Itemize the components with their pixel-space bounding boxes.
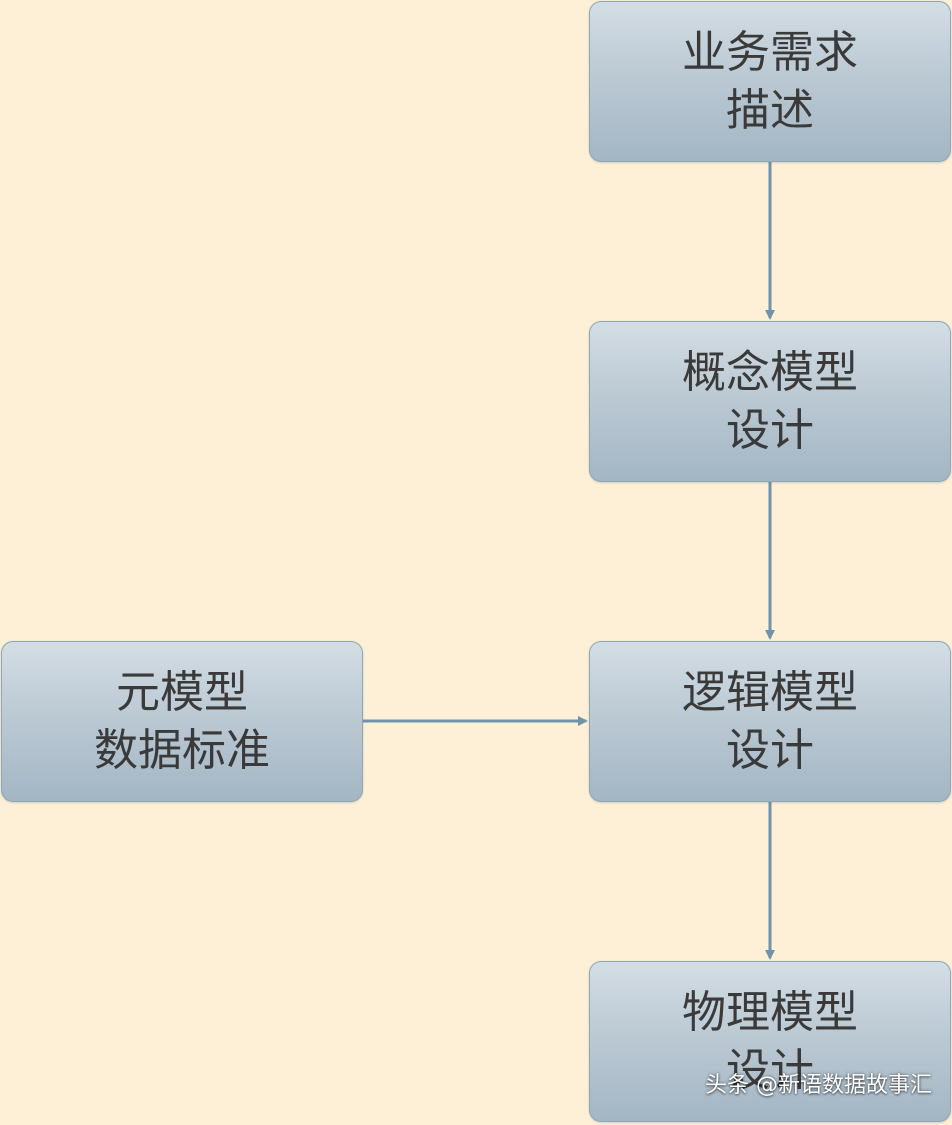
node-concept-line2: 设计 xyxy=(726,404,814,456)
node-business-line1: 业务需求 xyxy=(682,26,858,78)
node-conceptual-model: 概念模型 设计 xyxy=(589,321,951,482)
node-business-requirements: 业务需求 描述 xyxy=(589,1,951,162)
node-physical-model: 物理模型 设计 xyxy=(589,961,951,1122)
node-business-line2: 描述 xyxy=(726,84,814,136)
node-meta-line1: 元模型 xyxy=(116,666,248,718)
node-logical-line2: 设计 xyxy=(726,724,814,776)
node-physical-line1: 物理模型 xyxy=(682,986,858,1038)
node-logical-line1: 逻辑模型 xyxy=(682,666,858,718)
node-concept-line1: 概念模型 xyxy=(682,346,858,398)
node-physical-line2: 设计 xyxy=(726,1044,814,1096)
node-logical-model: 逻辑模型 设计 xyxy=(589,641,951,802)
watermark: 头条 @新语数据故事汇 xyxy=(705,1073,932,1098)
node-meta-model-data-standard: 元模型 数据标准 xyxy=(1,641,363,802)
node-meta-line2: 数据标准 xyxy=(94,724,270,776)
